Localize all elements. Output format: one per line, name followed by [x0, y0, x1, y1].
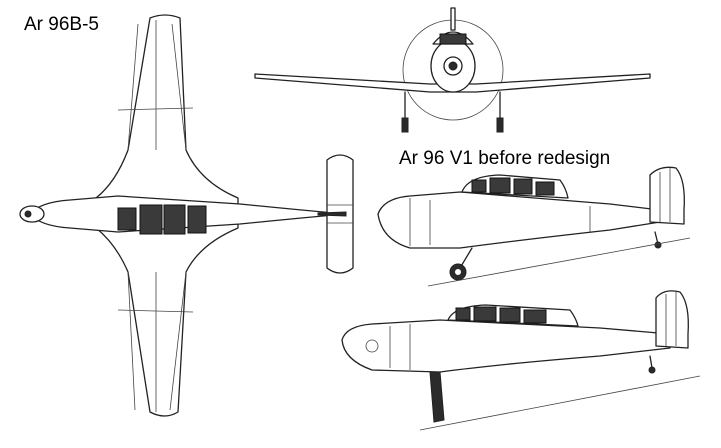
prototype-label: Ar 96 V1 before redesign	[399, 148, 611, 169]
side-view-production	[341, 290, 701, 431]
front-view	[254, 7, 651, 133]
top-view	[19, 14, 354, 417]
side-view-prototype	[377, 166, 691, 287]
variant-label: Ar 96B-5	[24, 14, 99, 35]
